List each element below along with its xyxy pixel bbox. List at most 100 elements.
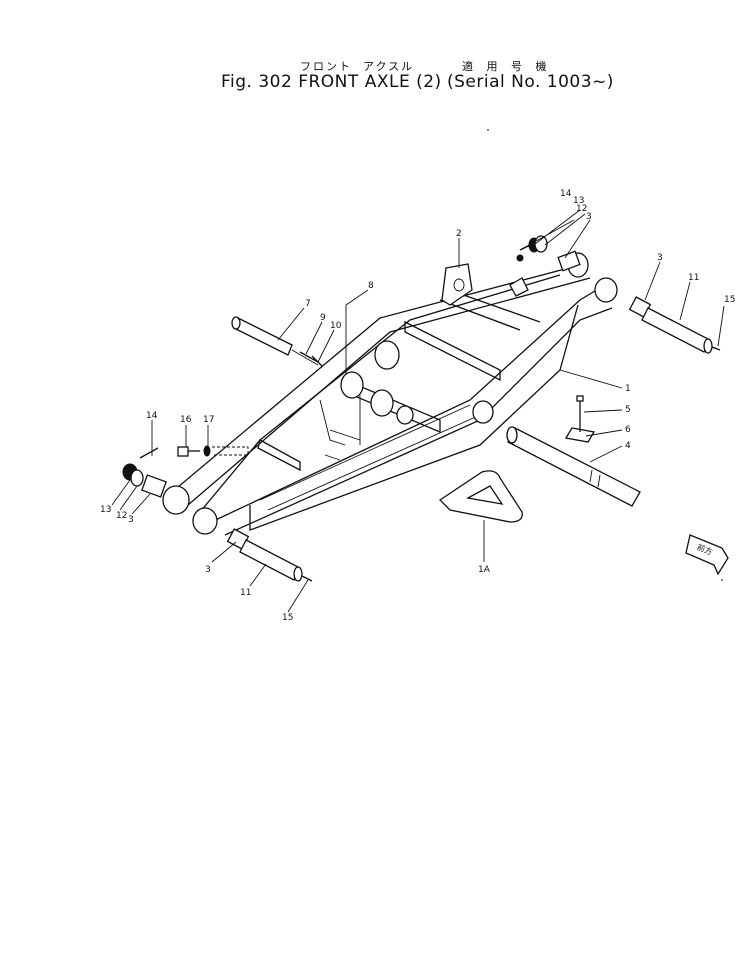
mounting-bracket [441, 263, 473, 306]
serial-range: (Serial No. 1003~) [447, 72, 614, 92]
pin-7-body [233, 317, 293, 356]
callout-6: 6 [625, 425, 631, 435]
pin-11-front-body [641, 307, 711, 353]
pin-9 [299, 351, 319, 363]
frame-eye-rear-left [162, 485, 190, 515]
callout-3-front-stack-a: 3 [586, 212, 592, 222]
leader-3-front-right [644, 261, 661, 301]
kana-serial-label: 適 用 号 機 [462, 60, 552, 73]
grease-fitting-front [516, 254, 524, 262]
callout-5: 5 [625, 405, 631, 415]
shim-1a-slot [466, 485, 504, 505]
frame-eye-front-right [594, 277, 618, 303]
leader-11-front [679, 281, 691, 321]
callout-3-rear-right: 3 [205, 565, 211, 575]
pin-11-rear-end [293, 566, 303, 582]
callout-14-rear: 14 [146, 411, 158, 421]
callout-15-rear: 15 [282, 613, 293, 623]
leader-4 [589, 445, 623, 463]
pin-7-end [231, 316, 241, 330]
callout-labels: 1 2 3 3 3 3 3 4 5 6 7 8 9 10 11 11 12 12… [100, 189, 735, 623]
axle-frame [162, 252, 618, 536]
callout-11-front: 11 [688, 273, 699, 283]
leader-8 [345, 289, 369, 375]
cross-member-front [404, 320, 501, 382]
callout-13-rear: 13 [100, 505, 111, 515]
leader-3-rear-right [211, 541, 237, 563]
center-pivot-boss-right [370, 389, 394, 417]
leader-10 [317, 329, 335, 363]
scan-specks [487, 129, 723, 581]
nut-12-rear [130, 469, 144, 487]
leader-15-rear [287, 579, 309, 613]
callout-10: 10 [330, 321, 342, 331]
frame-inner-rail [199, 274, 561, 513]
bolt-5 [576, 395, 584, 432]
callout-13-front: 13 [573, 196, 584, 206]
cotter-15-rear [301, 575, 313, 582]
callout-17: 17 [203, 415, 214, 425]
frame-side-wall [249, 304, 579, 531]
figure-title: Fig. 302 FRONT AXLE (2) [221, 72, 442, 92]
callout-3-rear-stack: 3 [128, 515, 134, 525]
cotter-15-front [711, 346, 721, 351]
callout-3-front-right: 3 [657, 253, 663, 263]
kana-part-label: フロント [300, 60, 352, 73]
pin-7-shaft [291, 349, 319, 366]
leader-5 [583, 409, 623, 413]
cross-member-top [439, 291, 541, 331]
center-pivot-boss-left [340, 371, 364, 399]
callout-2: 2 [456, 229, 462, 239]
shim-1a [438, 470, 523, 523]
figure-header: フロント アクスル 適 用 号 機 Fig. 302 FRONT AXLE (2… [0, 0, 736, 100]
callout-11-rear: 11 [240, 588, 251, 598]
bolt-5-head [576, 395, 584, 402]
pin-11-rear-body [239, 539, 301, 581]
bushing-3-rear-left [141, 474, 167, 498]
frame-rail-front [204, 284, 606, 526]
pin-7 [231, 316, 319, 366]
kana-name-label: アクスル [363, 60, 415, 73]
pin-4-end [506, 426, 518, 444]
frame-bore-front [472, 400, 494, 424]
frame-eye-rear-right [192, 507, 218, 535]
callout-12-front: 12 [576, 204, 587, 214]
callout-1a: 1A [478, 565, 491, 575]
lock-plate-6 [564, 427, 596, 443]
pin-4-groove [589, 469, 601, 488]
callout-8: 8 [368, 281, 374, 291]
pin-11-front-end [703, 338, 713, 354]
callout-1: 1 [625, 384, 631, 394]
center-pivot-bore [396, 405, 414, 425]
direction-arrow: 前方 [685, 534, 729, 576]
bolt-14-rear [139, 447, 159, 459]
frame-rail-top-left [171, 264, 581, 493]
leader-9 [305, 321, 323, 355]
callout-16: 16 [180, 415, 192, 425]
pin-11-front [628, 296, 721, 354]
washer-17 [203, 445, 211, 457]
callout-15-front: 15 [724, 295, 735, 305]
bushing-stack-front-left [516, 235, 581, 272]
bolt-16-path [212, 446, 249, 456]
bushing-3-front-left [557, 250, 581, 272]
frame-web [319, 395, 361, 446]
leader-lines [111, 209, 725, 613]
frame-web-lower [324, 429, 361, 461]
pins-9-10 [299, 351, 323, 367]
frame-rail-top-left-inner [187, 277, 591, 506]
leader-6 [585, 429, 623, 437]
pin-11-rear [226, 528, 313, 582]
pin-4 [506, 426, 641, 507]
frame-side-edge [259, 404, 481, 511]
pin-10 [311, 355, 323, 367]
leader-7 [277, 307, 305, 341]
direction-arrow-shape [685, 534, 729, 576]
callout-7: 7 [305, 299, 311, 309]
leader-rear-stack [111, 479, 151, 515]
lock-plate-6-body [564, 427, 596, 443]
callout-9: 9 [320, 313, 326, 323]
mounting-bracket-hole [453, 278, 465, 292]
center-pivot-boss-upper [374, 340, 400, 370]
